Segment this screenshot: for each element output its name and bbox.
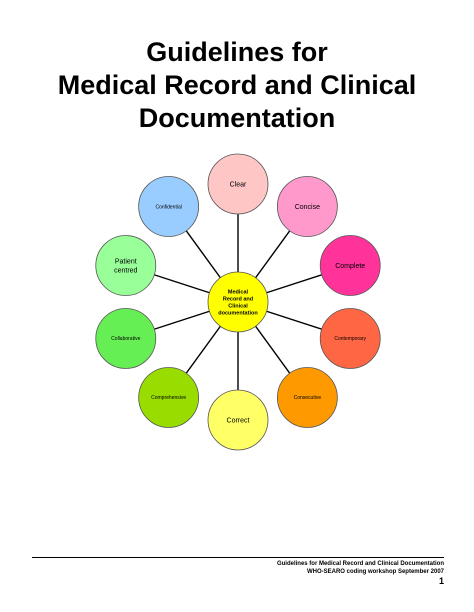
page-number: 1 <box>438 576 444 586</box>
node-complete: Complete <box>319 235 381 296</box>
center-node-circle <box>207 271 269 333</box>
node-clear-label: Clear <box>230 181 247 188</box>
node-complete-circle <box>319 235 381 296</box>
center-label-line-2: Record and <box>223 296 253 302</box>
node-patient-centred-circle <box>95 235 157 296</box>
node-collaborative: Collaborative <box>95 308 157 369</box>
footer-divider <box>32 557 444 558</box>
page-title: Guidelines for Medical Record and Clinic… <box>0 36 474 135</box>
node-patient-centred-label-line-2: centred <box>114 267 137 274</box>
node-contemporary-label: Contemporary <box>334 336 366 342</box>
title-line-3: Documentation <box>138 103 336 133</box>
node-correct-circle <box>207 389 269 451</box>
node-collaborative-label: Collaborative <box>111 336 140 342</box>
footer: Guidelines for Medical Record and Clinic… <box>277 560 444 576</box>
node-concise: Concise <box>276 176 338 237</box>
node-consecutive-label: Consecutive <box>294 395 322 401</box>
node-contemporary-circle <box>319 308 381 369</box>
node-clear-circle <box>207 153 269 215</box>
center-label-line-3: Clinical <box>228 303 248 309</box>
node-correct-label: Correct <box>227 417 250 424</box>
node-complete-label: Complete <box>335 263 365 270</box>
node-correct: Correct <box>207 389 269 451</box>
center-label-line-4: documentation <box>218 310 258 316</box>
footer-workshop: WHO-SEARO coding workshop September 2007 <box>306 569 444 575</box>
title-line-1: Guidelines for <box>146 37 328 67</box>
footer-document-title: Guidelines for Medical Record and Clinic… <box>276 561 444 567</box>
center-label-line-1: Medical <box>228 289 249 295</box>
node-comprehensive-circle <box>138 367 200 428</box>
node-confidential-label: Confidential <box>155 204 181 210</box>
node-comprehensive: Comprehensive <box>138 367 200 428</box>
node-consecutive-circle <box>276 367 338 428</box>
node-clear: Clear <box>207 153 269 215</box>
outer-nodes: ClearConciseCompleteContemporaryConsecut… <box>95 153 381 451</box>
node-patient-centred-label-line-1: Patient <box>115 259 137 266</box>
node-consecutive: Consecutive <box>276 367 338 428</box>
node-concise-label: Concise <box>295 204 320 211</box>
node-contemporary: Contemporary <box>319 308 381 369</box>
node-confidential-circle <box>138 176 200 237</box>
node-concise-circle <box>276 176 338 237</box>
title-line-2: Medical Record and Clinical <box>57 70 417 100</box>
node-confidential: Confidential <box>138 176 200 237</box>
node-comprehensive-label: Comprehensive <box>151 395 186 401</box>
node-collaborative-circle <box>95 308 157 369</box>
